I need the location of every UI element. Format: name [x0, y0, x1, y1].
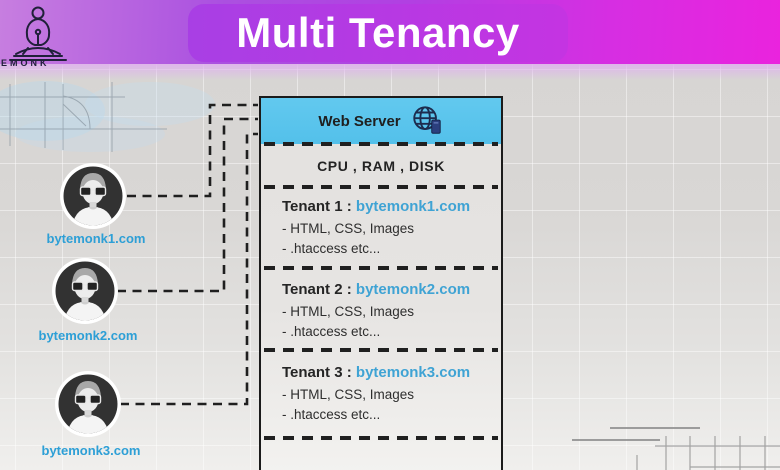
client1-domain-label: bytemonk1.com	[46, 231, 146, 246]
tenant1-item: - HTML, CSS, Images	[282, 221, 415, 236]
tenant1-name: Tenant 1 :	[282, 198, 352, 215]
separator-dash	[264, 266, 498, 270]
tenant1-item: - .htaccess etc...	[282, 241, 381, 256]
tenant3-section: Tenant 3 : bytemonk3.com - HTML, CSS, Im…	[261, 355, 501, 433]
tenant3-item: - .htaccess etc...	[282, 407, 381, 422]
tenant2-item: - .htaccess etc...	[282, 324, 381, 339]
separator-dash	[264, 185, 498, 189]
resources-row: CPU , RAM , DISK	[317, 157, 445, 174]
web-server-header: Web Server	[261, 98, 501, 144]
tenant1-section: Tenant 1 : bytemonk1.com - HTML, CSS, Im…	[261, 189, 501, 268]
client2-avatar	[52, 258, 118, 324]
tenant2-name: Tenant 2 :	[282, 281, 352, 298]
tenant3-item: - HTML, CSS, Images	[282, 387, 415, 402]
title-plate: Multi Tenancy	[188, 4, 568, 62]
tenant3-name: Tenant 3 :	[282, 364, 352, 381]
client1-avatar	[60, 163, 126, 229]
connector-client3	[120, 132, 258, 406]
separator-dash	[264, 348, 498, 352]
tenant2-domain: bytemonk2.com	[355, 281, 471, 298]
logo-text: EMONK	[1, 58, 50, 68]
web-server-title: Web Server	[318, 112, 401, 130]
globe-server-icon	[412, 106, 441, 134]
connector-client1	[127, 103, 258, 198]
page-title: Multi Tenancy	[236, 9, 520, 56]
tenant1-domain: bytemonk1.com	[355, 198, 471, 215]
client3-avatar	[55, 371, 121, 437]
banner-fade	[0, 64, 780, 80]
web-server-box: Web Server CPU , RAM , DISK Tenant 1 : b…	[259, 96, 503, 470]
tenant3-domain: bytemonk3.com	[355, 364, 471, 381]
tenant2-section: Tenant 2 : bytemonk2.com - HTML, CSS, Im…	[261, 272, 501, 350]
monk-logo-icon	[9, 6, 67, 61]
client2-domain-label: bytemonk2.com	[38, 328, 138, 343]
separator-dash	[264, 142, 498, 146]
tenant2-item: - HTML, CSS, Images	[282, 304, 415, 319]
separator-dash	[264, 436, 498, 440]
client3-domain-label: bytemonk3.com	[41, 443, 141, 458]
connector-client2	[117, 117, 258, 293]
